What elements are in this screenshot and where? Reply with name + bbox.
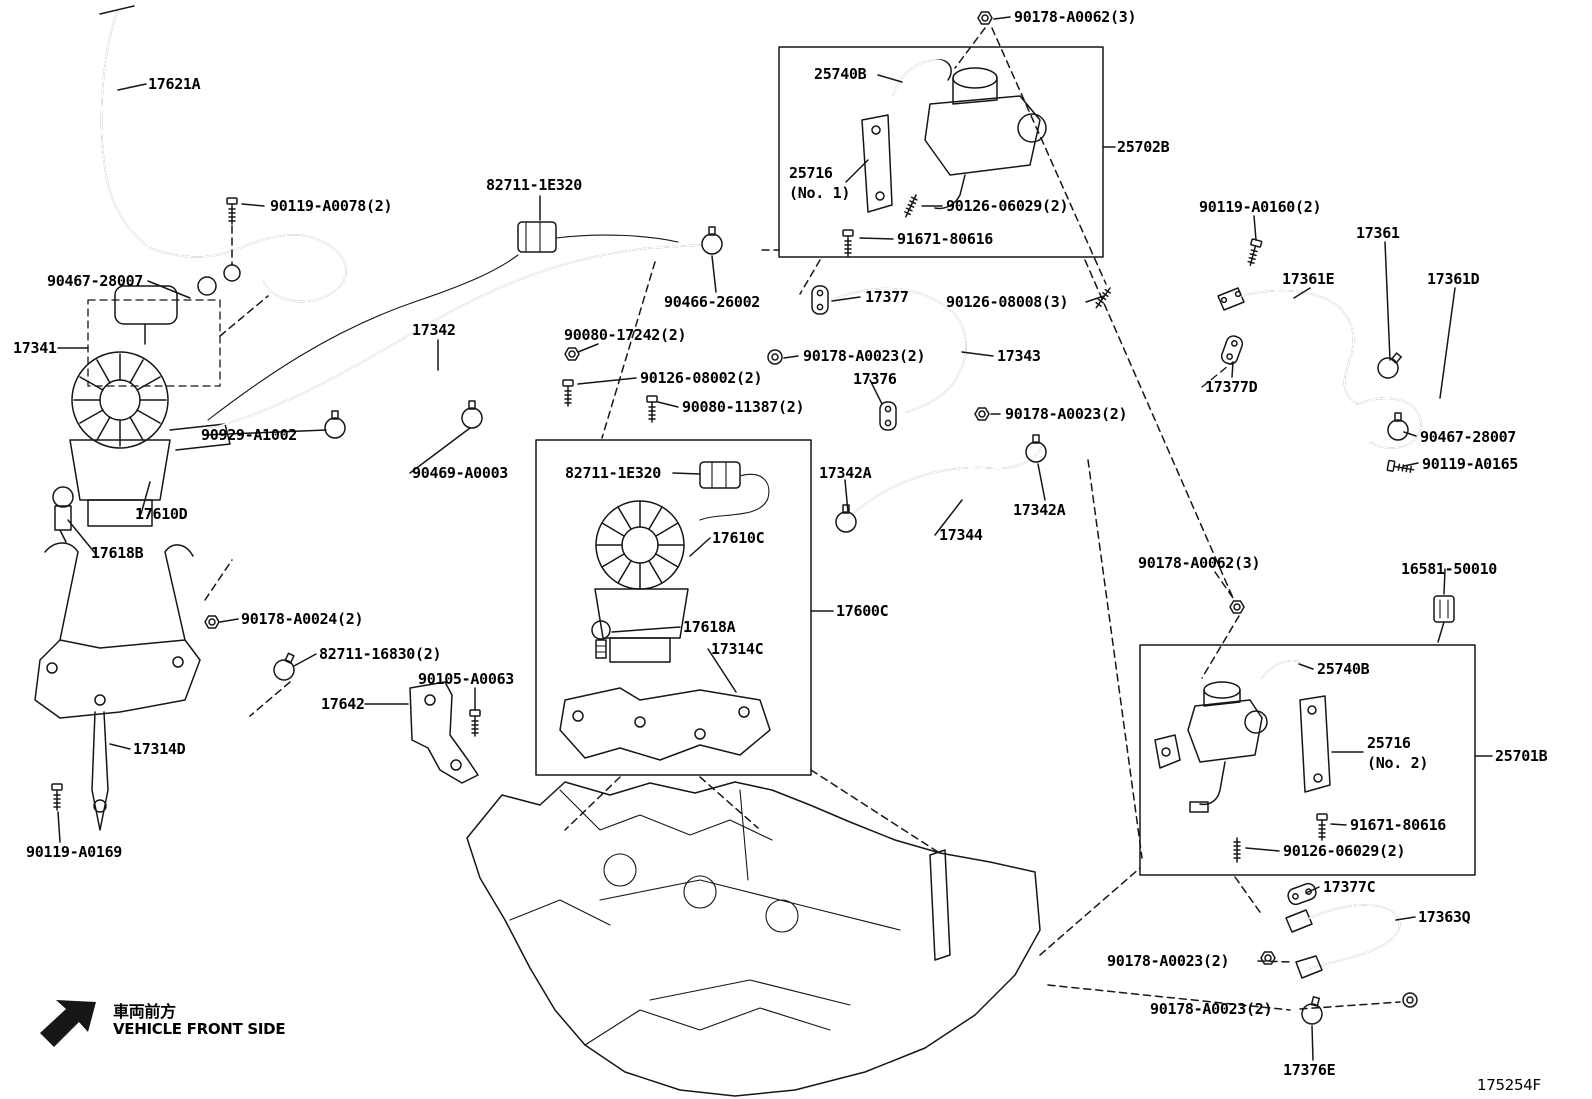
- part-label-17342A-1: 17342A: [819, 464, 872, 482]
- part-label-25701B: 25701B: [1495, 747, 1548, 765]
- vehicle-front-arrow: [40, 1000, 96, 1047]
- clip-16581-50010-art: [1433, 595, 1455, 643]
- part-label-17377C: 17377C: [1323, 878, 1376, 896]
- part-label-90119-A0078: 90119-A0078(2): [270, 197, 393, 215]
- part-label-17610C: 17610C: [712, 529, 765, 547]
- part-label-90469-A0003: 90469-A0003: [412, 464, 509, 482]
- part-label-90178-A0023-2: 90178-A0023(2): [1005, 405, 1128, 423]
- part-label-90119-A0160: 90119-A0160(2): [1199, 198, 1322, 216]
- part-label-17314D: 17314D: [133, 740, 186, 758]
- part-label-17361D: 17361D: [1427, 270, 1480, 288]
- dashed-leader-lines: [204, 27, 1401, 1011]
- hose-17343-17344-art: [767, 285, 1047, 533]
- vehicle-front-label-en: VEHICLE FRONT SIDE: [113, 1020, 286, 1038]
- valve-assembly-no1-art: [842, 11, 1047, 257]
- pipe-17363Q-art: [1260, 880, 1418, 1027]
- part-label-25740B-1: 25740B: [814, 65, 867, 83]
- part-label-25702B: 25702B: [1117, 138, 1170, 156]
- vehicle-front-label-jp: 車両前方: [113, 1002, 176, 1021]
- dashed-region-17341: [87, 299, 221, 387]
- part-label-17342A-2: 17342A: [1013, 501, 1066, 519]
- part-label-17343: 17343: [997, 347, 1041, 365]
- part-label-90178-A0023-1: 90178-A0023(2): [803, 347, 926, 365]
- assembly-box-25702B: [778, 46, 1104, 258]
- part-label-25740B-2: 25740B: [1317, 660, 1370, 678]
- part-label-90178-A0062-1: 90178-A0062(3): [1014, 8, 1137, 26]
- part-label-90080-17242: 90080-17242(2): [564, 326, 687, 344]
- diagram-code: 175254F: [1477, 1076, 1541, 1094]
- bracket-17314D-art: [34, 542, 201, 831]
- part-label-17377: 17377: [865, 288, 909, 306]
- part-label-91671-80616-1: 91671-80616: [897, 230, 994, 248]
- part-label-82711-1E320-1: 82711-1E320: [486, 176, 583, 194]
- part-label-17344: 17344: [939, 526, 983, 544]
- part-label-90178-A0023-3: 90178-A0023(2): [1107, 952, 1230, 970]
- part-label-17377D: 17377D: [1205, 378, 1258, 396]
- part-label-90126-08008: 90126-08008(3): [946, 293, 1069, 311]
- assembly-box-17600C: [535, 439, 812, 776]
- part-label-90467-28007-2: 90467-28007: [1420, 428, 1517, 446]
- part-label-90467-28007-1: 90467-28007: [47, 272, 144, 290]
- part-label-17376E: 17376E: [1283, 1061, 1336, 1079]
- part-label-17376: 17376: [853, 370, 897, 388]
- part-label-25716-no1: (No. 1): [789, 184, 851, 202]
- part-label-17642: 17642: [321, 695, 365, 713]
- part-label-16581-50010: 16581-50010: [1401, 560, 1498, 578]
- part-label-17618A: 17618A: [683, 618, 736, 636]
- part-label-17342: 17342: [412, 321, 456, 339]
- part-label-82711-16830: 82711-16830(2): [319, 645, 442, 663]
- part-label-17600C: 17600C: [836, 602, 889, 620]
- hose-17621A-art: [99, 5, 147, 246]
- hose-17342-art: [204, 221, 723, 439]
- part-label-90466-26002: 90466-26002: [664, 293, 761, 311]
- pipe-17361-art: [1217, 238, 1422, 476]
- part-label-90080-11387: 90080-11387(2): [682, 398, 805, 416]
- part-label-17361: 17361: [1356, 224, 1400, 242]
- sensor-17618B-art: [52, 486, 74, 543]
- part-label-90126-06029-2: 90126-06029(2): [1283, 842, 1406, 860]
- part-label-17610D: 17610D: [135, 505, 188, 523]
- valve-assembly-no2-art: [1154, 600, 1331, 863]
- air-pump-17610D-art: [69, 351, 231, 527]
- part-label-25716-1: 25716: [789, 164, 833, 182]
- part-label-17361E: 17361E: [1282, 270, 1335, 288]
- part-label-17314C: 17314C: [711, 640, 764, 658]
- part-label-90178-A0024: 90178-A0024(2): [241, 610, 364, 628]
- leader-lines: [57, 16, 1493, 1061]
- part-label-90178-A0062-2: 90178-A0062(3): [1138, 554, 1261, 572]
- part-label-90105-A0063: 90105-A0063: [418, 670, 515, 688]
- part-label-90119-A0165: 90119-A0165: [1422, 455, 1519, 473]
- part-label-90929-A1002: 90929-A1002: [201, 426, 298, 444]
- part-label-25716-no2: (No. 2): [1367, 754, 1429, 772]
- part-label-90126-08002: 90126-08002(2): [640, 369, 763, 387]
- assembly-box-25701B: [1139, 644, 1476, 876]
- bracket-17642-art: [409, 681, 481, 784]
- engine-block-art: [466, 781, 1041, 1097]
- part-label-17621A: 17621A: [148, 75, 201, 93]
- part-label-82711-1E320-2: 82711-1E320: [565, 464, 662, 482]
- part-label-90126-06029-1: 90126-06029(2): [946, 197, 1069, 215]
- air-pump-17610C-art: [559, 461, 771, 761]
- part-label-91671-80616-2: 91671-80616: [1350, 816, 1447, 834]
- part-label-25716-2: 25716: [1367, 734, 1411, 752]
- part-label-17363Q: 17363Q: [1418, 908, 1471, 926]
- part-label-90119-A0169: 90119-A0169: [26, 843, 123, 861]
- part-label-17618B: 17618B: [91, 544, 144, 562]
- pipe-17341-art: [114, 234, 347, 345]
- part-label-17341: 17341: [13, 339, 57, 357]
- part-label-90178-A0023-4: 90178-A0023(2): [1150, 1000, 1273, 1018]
